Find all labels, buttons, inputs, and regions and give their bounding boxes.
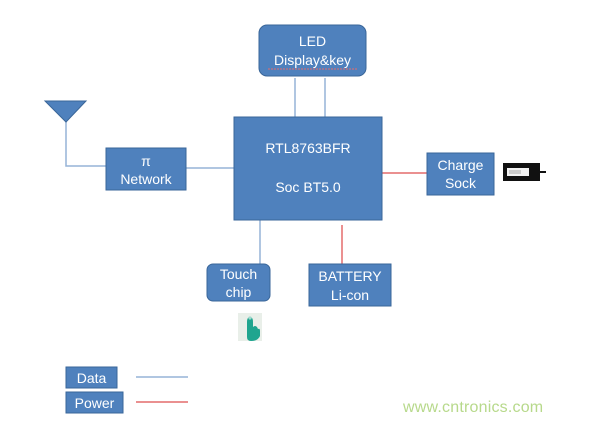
charge-label-line2: Sock xyxy=(445,175,477,191)
soc-label-line1: RTL8763BFR xyxy=(265,140,350,156)
legend: Data Power xyxy=(65,366,188,414)
touch-chip-block: Touch chip xyxy=(206,263,271,302)
led-display-label-line1: LED xyxy=(299,33,326,49)
charge-sock-block: Charge Sock xyxy=(426,152,495,196)
touch-label-line1: Touch xyxy=(220,266,257,282)
battery-label-line1: BATTERY xyxy=(318,268,382,284)
usb-cable-icon xyxy=(503,163,546,181)
battery-label-line2: Li-con xyxy=(331,287,369,303)
network-block: π Network xyxy=(105,147,187,191)
legend-data-label: Data xyxy=(77,370,107,386)
antenna-icon xyxy=(43,100,88,123)
legend-power-box xyxy=(65,391,124,414)
network-label-line1: π xyxy=(141,153,151,169)
touch-label-line2: chip xyxy=(226,284,252,300)
legend-power-label: Power xyxy=(75,395,115,411)
led-display-block: LED Display&key xyxy=(258,24,367,77)
legend-data-box xyxy=(65,366,118,389)
battery-block: BATTERY Li-con xyxy=(308,263,392,307)
led-display-label-line2: Display&key xyxy=(274,52,351,68)
charge-label-line1: Charge xyxy=(438,157,484,173)
soc-block: RTL8763BFR Soc BT5.0 xyxy=(233,116,383,221)
finger-touch-icon xyxy=(238,313,262,341)
soc-label-line2: Soc BT5.0 xyxy=(275,179,341,195)
network-label-line2: Network xyxy=(120,171,172,187)
watermark-text: www.cntronics.com xyxy=(403,399,544,416)
data-line-antenna-network xyxy=(65,122,106,167)
